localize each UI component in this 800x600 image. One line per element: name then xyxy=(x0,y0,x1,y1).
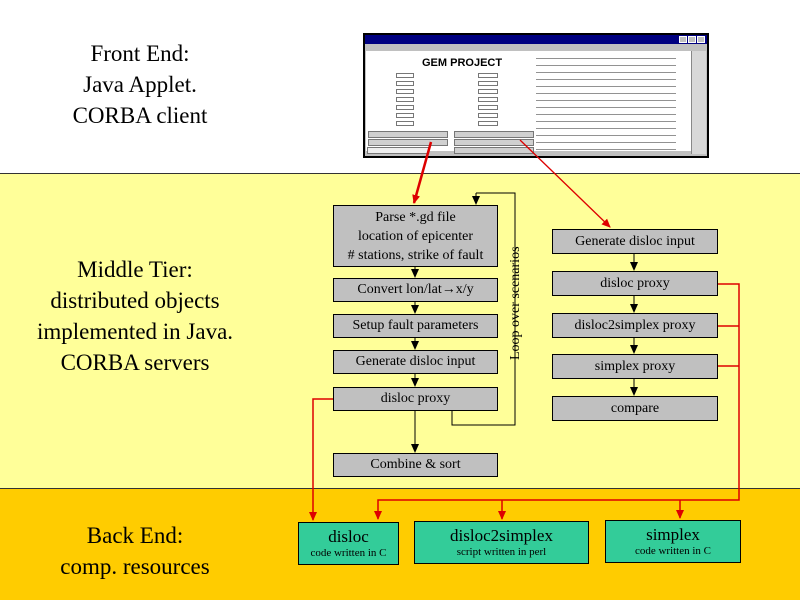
parse-gd-line: location of epicenter xyxy=(357,228,474,244)
simplex-proxy-box: simplex proxy xyxy=(552,354,718,379)
front-end-label-line: CORBA client xyxy=(72,103,208,128)
loop-line xyxy=(451,192,516,426)
applet-title: GEM PROJECT xyxy=(422,57,503,69)
applet-titlebar xyxy=(365,35,707,44)
back-end-label-line: comp. resources xyxy=(60,554,210,579)
middle-tier-label-line: CORBA servers xyxy=(60,350,210,375)
right-generate-disloc-input-box: Generate disloc input xyxy=(552,229,718,254)
resource-title: disloc xyxy=(328,527,369,546)
resource-subtitle: code written in C xyxy=(310,547,387,559)
middle-tier-label: Middle Tier: distributed objects impleme… xyxy=(10,254,260,378)
setup-fault-box: Setup fault parameters xyxy=(333,314,498,338)
applet-content: GEM PROJECT xyxy=(366,51,694,154)
arrow-disloc-proxy-to-disloc xyxy=(309,398,333,521)
middle-tier-label-line: distributed objects xyxy=(50,288,220,313)
resource-simplex: simplex code written in C xyxy=(605,520,741,563)
window-controls xyxy=(679,36,705,43)
middle-tier-label-line: Middle Tier: xyxy=(77,257,193,282)
resource-title: simplex xyxy=(646,525,700,544)
compare-box: compare xyxy=(552,396,718,421)
resource-title: disloc2simplex xyxy=(450,526,553,545)
front-end-label-line: Java Applet. xyxy=(83,72,197,97)
back-end-label-line: Back End: xyxy=(86,523,184,548)
applet-screenshot: GEM PROJECT xyxy=(363,33,709,158)
arrow-applet-to-right-generate xyxy=(519,139,611,228)
generate-disloc-input-box: Generate disloc input xyxy=(333,350,498,374)
front-end-label: Front End: Java Applet. CORBA client xyxy=(40,38,240,131)
bus-right-proxies xyxy=(374,283,740,520)
arrow-applet-to-parse xyxy=(412,141,433,204)
parse-gd-line: Parse *.gd file xyxy=(375,209,456,225)
applet-scrollbar xyxy=(691,51,706,154)
front-end-label-line: Front End: xyxy=(90,41,190,66)
resource-subtitle: script written in perl xyxy=(456,546,547,558)
parse-gd-line: # stations, strike of fault xyxy=(347,247,484,263)
resource-disloc2simplex: disloc2simplex script written in perl xyxy=(414,521,589,564)
disloc2simplex-proxy-box: disloc2simplex proxy xyxy=(552,313,718,338)
applet-output-text xyxy=(536,55,676,150)
convert-lonlat-box: Convert lon/lat→x/y xyxy=(333,278,498,302)
resource-subtitle: code written in C xyxy=(634,545,712,557)
back-end-label: Back End: comp. resources xyxy=(35,520,235,582)
right-disloc-proxy-box: disloc proxy xyxy=(552,271,718,296)
disloc-proxy-box: disloc proxy xyxy=(333,387,498,411)
parse-gd-box: Parse *.gd file location of epicenter # … xyxy=(333,205,498,267)
combine-sort-box: Combine & sort xyxy=(333,453,498,477)
resource-disloc: disloc code written in C xyxy=(298,522,399,565)
middle-tier-label-line: implemented in Java. xyxy=(36,319,234,344)
